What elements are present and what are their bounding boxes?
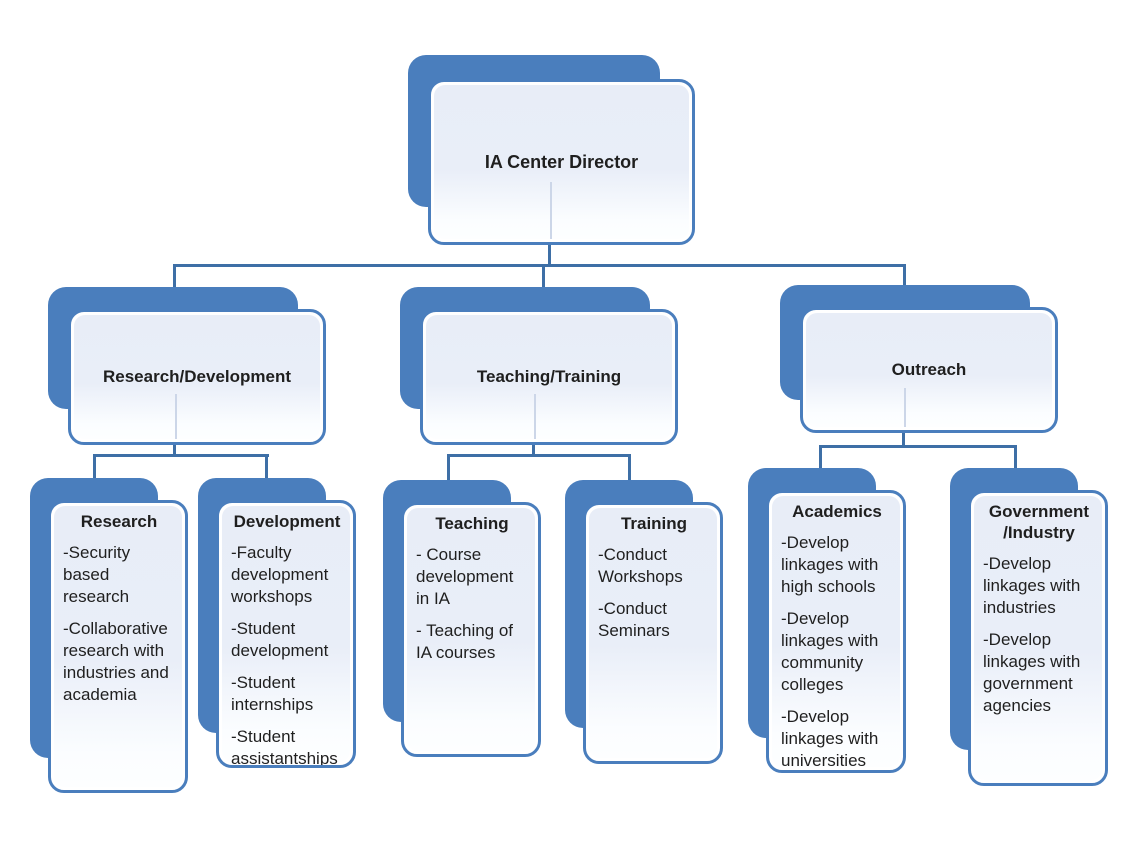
list-item: -Faculty development workshops xyxy=(231,543,329,606)
list-item: -Conduct Seminars xyxy=(598,599,670,640)
connector-outreach-stem xyxy=(902,428,905,448)
list-item: -Develop linkages with community college… xyxy=(781,609,879,694)
connector-rd-stem xyxy=(173,437,176,457)
node-content: Training -Conduct Workshops -Conduct Sem… xyxy=(586,505,720,761)
connector-drop-research-development xyxy=(173,264,176,288)
connector-drop-outreach xyxy=(903,264,906,288)
connector-drop-teaching xyxy=(447,454,450,482)
node-fill xyxy=(434,85,689,239)
node-teaching-training: Teaching/Training xyxy=(400,287,682,445)
node-box: Research -Security based research -Colla… xyxy=(48,500,188,793)
node-teaching: Teaching - Course development in IA - Te… xyxy=(383,480,541,770)
node-fill xyxy=(806,313,1052,427)
node-seam xyxy=(550,182,552,239)
node-seam xyxy=(534,394,536,439)
list-item: - Course development in IA xyxy=(416,545,514,608)
node-fill xyxy=(772,496,900,767)
list-item: -Conduct Workshops xyxy=(598,545,683,586)
list-item: -Student assistantships xyxy=(231,727,338,765)
node-development: Development -Faculty development worksho… xyxy=(198,478,356,778)
connector-rd-hbar xyxy=(93,454,269,457)
node-title: Development xyxy=(233,512,341,531)
node-fill xyxy=(74,315,320,439)
node-fill xyxy=(407,508,535,751)
node-box: IA Center Director xyxy=(428,79,695,245)
node-content: Development -Faculty development worksho… xyxy=(219,503,353,765)
node-ia-center-director: IA Center Director xyxy=(408,55,695,245)
node-box: Research/Development xyxy=(68,309,326,445)
node-title: Teaching/Training xyxy=(476,367,622,386)
node-training: Training -Conduct Workshops -Conduct Sem… xyxy=(565,480,723,770)
list-item: - Teaching of IA courses xyxy=(416,621,514,662)
node-fill xyxy=(426,315,672,439)
node-research: Research -Security based research -Colla… xyxy=(30,478,188,798)
node-title: Outreach xyxy=(891,360,967,379)
connector-drop-government-industry xyxy=(1014,445,1017,470)
list-item: -Develop linkages with industries xyxy=(983,554,1081,617)
connector-drop-academics xyxy=(819,445,822,470)
connector-tt-stem xyxy=(532,437,535,457)
node-content: Research -Security based research -Colla… xyxy=(51,503,185,790)
list-item: -Collaborative research with industries … xyxy=(63,619,169,704)
connector-drop-research xyxy=(93,454,96,480)
list-item: -Develop linkages with universities xyxy=(781,707,879,770)
node-title: Research xyxy=(80,512,158,531)
node-content: Government /Industry -Develop linkages w… xyxy=(971,493,1105,783)
node-box: Training -Conduct Workshops -Conduct Sem… xyxy=(583,502,723,764)
node-fill xyxy=(222,506,350,762)
node-government-industry: Government /Industry -Develop linkages w… xyxy=(950,468,1108,793)
node-title: Research/Development xyxy=(102,367,292,386)
node-seam xyxy=(175,394,177,439)
node-academics: Academics -Develop linkages with high sc… xyxy=(748,468,906,778)
list-item: -Student internships xyxy=(231,673,314,714)
node-outreach: Outreach xyxy=(780,285,1062,433)
list-item: -Security based research xyxy=(63,543,131,606)
connector-drop-development xyxy=(265,454,268,480)
node-box: Teaching/Training xyxy=(420,309,678,445)
node-content: Teaching - Course development in IA - Te… xyxy=(404,505,538,754)
node-box: Government /Industry -Develop linkages w… xyxy=(968,490,1108,786)
node-box: Outreach xyxy=(800,307,1058,433)
list-item: -Student development xyxy=(231,619,329,660)
connector-drop-teaching-training xyxy=(542,264,545,288)
node-box: Development -Faculty development worksho… xyxy=(216,500,356,768)
connector-level1-hbar xyxy=(173,264,906,267)
node-seam xyxy=(904,388,906,427)
node-research-development: Research/Development xyxy=(48,287,330,445)
node-box: Academics -Develop linkages with high sc… xyxy=(766,490,906,773)
connector-tt-hbar xyxy=(447,454,631,457)
connector-drop-training xyxy=(628,454,631,482)
node-title: Government /Industry xyxy=(988,502,1090,542)
node-fill xyxy=(974,496,1102,780)
node-title: IA Center Director xyxy=(484,151,639,172)
node-title: Training xyxy=(620,514,688,533)
list-item: -Develop linkages with government agenci… xyxy=(983,630,1081,715)
node-title: Teaching xyxy=(435,514,509,533)
node-fill xyxy=(54,506,182,787)
node-fill xyxy=(589,508,717,758)
connector-root-stem xyxy=(548,244,551,266)
connector-outreach-hbar xyxy=(819,445,1017,448)
node-box: Teaching - Course development in IA - Te… xyxy=(401,502,541,757)
list-item: -Develop linkages with high schools xyxy=(781,533,879,596)
node-content: Academics -Develop linkages with high sc… xyxy=(769,493,903,770)
node-title: Academics xyxy=(792,502,882,521)
